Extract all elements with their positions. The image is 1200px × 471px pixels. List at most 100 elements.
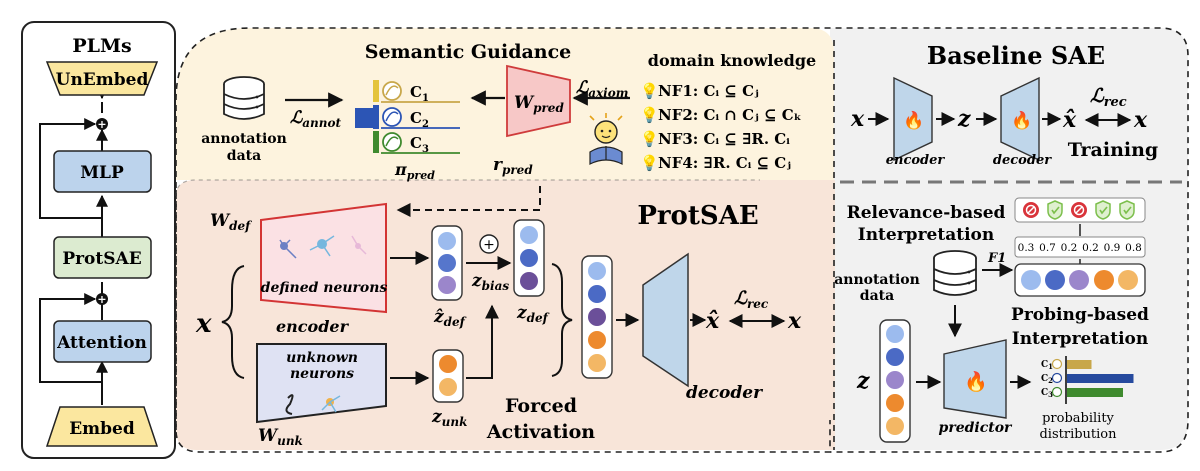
feature-unit [1021, 270, 1041, 290]
unknown-neurons-line1: unknown [286, 350, 358, 366]
feature-unit [1045, 270, 1065, 290]
z-unk-unit [439, 355, 457, 373]
feature-unit [1069, 270, 1089, 290]
reject-icon [1071, 202, 1087, 218]
attention-block [53, 320, 152, 363]
prob-label: C2 [1041, 374, 1053, 385]
pi-pred-bar-yellow [373, 80, 379, 102]
score-row [1014, 236, 1146, 258]
svg-text:NF2: Cᵢ ∩ Cⱼ ⊆ Cₖ: NF2: Cᵢ ∩ Cⱼ ⊆ Cₖ [658, 106, 802, 124]
score-value: 0.8 [1125, 242, 1142, 254]
relevance-line2: Interpretation [858, 225, 994, 245]
z-def-unit [520, 249, 538, 267]
z-def-unit [520, 272, 538, 290]
w-pred-block [506, 64, 571, 138]
z-combined-unit [588, 285, 606, 303]
unembed-block [45, 61, 159, 96]
z-hat-def-unit [438, 276, 456, 294]
embed-label: Embed [69, 419, 135, 439]
forced-activation-line1: Forced [505, 395, 577, 417]
interp-z: z [856, 368, 870, 394]
plms-panel: PLMs + + UnEmbed MLP ProtSAE Attention E… [21, 21, 176, 459]
z-def-label: zdef [516, 303, 550, 325]
prob-label: C1 [1041, 360, 1053, 371]
annotation-data-right-line2: data [860, 288, 894, 304]
domain-knowledge-title: domain knowledge [648, 51, 816, 70]
protsae-block [53, 236, 152, 279]
unknown-neurons-line2: neurons [290, 366, 354, 382]
annotation-data-right-line1: annotation [834, 272, 920, 288]
f1-label: F1 [987, 251, 1006, 266]
z-bias-label: zbias [471, 271, 509, 293]
svg-text:NF1: Cᵢ ⊆ Cⱼ: NF1: Cᵢ ⊆ Cⱼ [658, 82, 759, 100]
rule-nf3: 💡 NF3: Cᵢ ⊆ ∃R. Cᵢ [640, 130, 790, 148]
protsae-l-rec: ℒrec [734, 288, 769, 311]
svg-text:C1: C1 [410, 83, 429, 104]
plus-node [479, 234, 499, 254]
svg-text:C3: C3 [410, 134, 429, 155]
score-value: 0.3 [1018, 242, 1035, 254]
flame-icon: 🔥 [1011, 110, 1032, 131]
bulb-icon: 💡 [640, 106, 659, 124]
mlp-block [53, 150, 152, 193]
interp-z-unit [886, 371, 904, 389]
r-pred-label: rpred [493, 155, 533, 177]
baseline-l-rec: ℒrec [1090, 85, 1127, 110]
unembed-label: UnEmbed [56, 70, 149, 90]
database-icon [223, 76, 265, 120]
concept-c1: C1 [381, 81, 460, 104]
z-combined-unit [588, 262, 606, 280]
w-def-block [260, 202, 387, 314]
pi-pred-label: πpred [394, 160, 435, 182]
score-value: 0.2 [1061, 242, 1078, 254]
protsae-block-label: ProtSAE [62, 249, 141, 269]
baseline-title: Baseline SAE [927, 41, 1105, 70]
z-hat-def-label: ẑdef [433, 307, 467, 329]
bulb-icon: 💡 [640, 130, 659, 148]
neuron-icons-defined [279, 235, 367, 259]
forced-activation-line2: Activation [486, 421, 595, 443]
semantic-guidance: Semantic Guidance annotation data ℒannot… [201, 41, 816, 217]
pi-pred-bar-blue [355, 108, 373, 128]
svg-text:C2: C2 [1041, 374, 1053, 385]
prob-bar [1067, 388, 1123, 397]
w-def-label: Wdef [210, 211, 252, 233]
predictor-block [943, 339, 1007, 419]
svg-text:NF4: ∃R. Cᵢ ⊆ Cⱼ: NF4: ∃R. Cᵢ ⊆ Cⱼ [658, 154, 791, 172]
main-dashed-outline [175, 27, 1189, 453]
prob-bar [1067, 374, 1134, 383]
w-pred-label: Wpred [514, 93, 564, 115]
mlp-label: MLP [80, 163, 124, 183]
feature-unit [1118, 270, 1138, 290]
probing-line1: Probing-based [1011, 305, 1149, 325]
training-label: Training [1068, 139, 1158, 161]
protsae-title: ProtSAE [637, 201, 758, 231]
score-value: 0.7 [1039, 242, 1056, 254]
predictor-label: predictor [939, 420, 1014, 436]
encoder-label: encoder [276, 317, 350, 336]
probing-line2: Interpretation [1012, 329, 1148, 349]
concept-c3: C3 [381, 132, 460, 155]
score-value: 0.2 [1082, 242, 1099, 254]
z-hat-def-unit [438, 232, 456, 250]
pi-pred-bar-blue2 [373, 105, 379, 129]
svg-text:+: + [97, 293, 106, 306]
svg-text:C2: C2 [410, 109, 429, 130]
concept-c2: C2 [381, 107, 460, 130]
accept-shield-icon [1119, 200, 1135, 220]
prob-dist-line2: distribution [1039, 427, 1117, 442]
z-combined-unit [588, 308, 606, 326]
input-brace [221, 265, 245, 379]
baseline-encoder-label: encoder [886, 153, 946, 168]
baseline-decoder-block [1000, 76, 1040, 162]
flame-icon: 🔥 [903, 110, 924, 131]
residual-add-top [96, 118, 108, 130]
baseline-z: z [957, 106, 971, 132]
baseline-region [640, 28, 1188, 450]
protsae-decoder-block [642, 252, 689, 388]
baseline-decoder-label: decoder [993, 153, 1052, 168]
protsae-x-target: x [787, 308, 802, 334]
residual-add-bottom [96, 293, 108, 305]
